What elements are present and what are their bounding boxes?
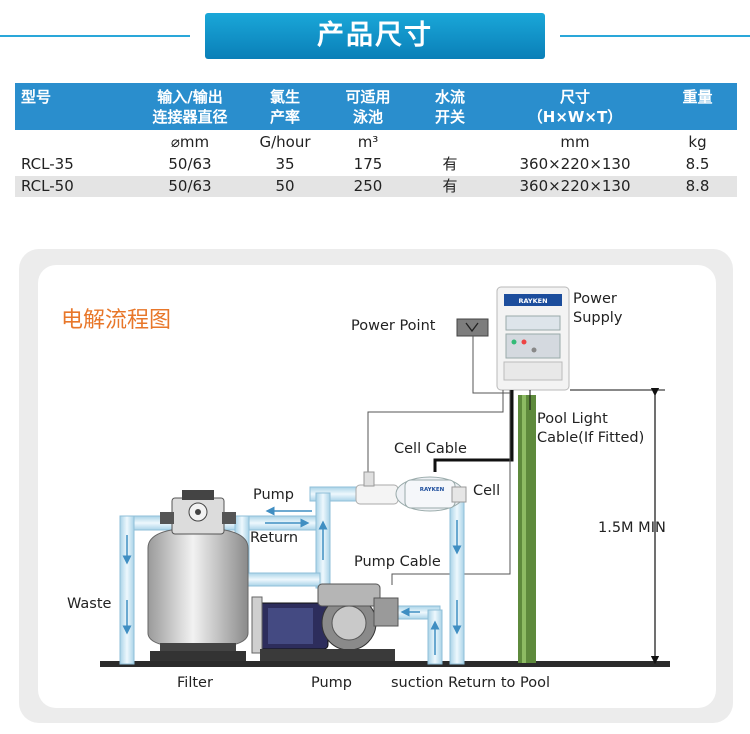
plug-icon xyxy=(465,322,479,333)
table-cell: 50/63 xyxy=(168,177,212,195)
unit-cell: G/hour xyxy=(259,133,311,151)
label-return: Return xyxy=(250,530,299,546)
brand-label-controller: RAYKEN xyxy=(518,297,547,305)
col-output-line2: 产率 xyxy=(269,108,300,126)
table-units-row: ⌀mm G/hour m³ mm kg xyxy=(15,132,737,153)
table-cell: 50 xyxy=(275,177,295,195)
ground-line xyxy=(100,661,670,667)
label-cell: Cell xyxy=(473,483,501,499)
power-line xyxy=(367,390,504,480)
label-suction-return: suction Return to Pool xyxy=(391,675,550,691)
col-size-line2: （H×W×T） xyxy=(527,108,623,126)
unit-cell: mm xyxy=(560,133,590,151)
unit-cell: kg xyxy=(688,133,707,151)
label-pump-cable: Pump Cable xyxy=(354,554,441,570)
col-flow-switch-line1: 水流 xyxy=(434,88,465,106)
col-model: 型号 xyxy=(21,87,71,107)
col-connector: 输入/输出 连接器直径 xyxy=(130,87,250,127)
diagram-title: 电解流程图 xyxy=(61,308,172,333)
table-row: RCL-50 50/63 50 250 有 360×220×130 8.8 xyxy=(15,176,737,197)
col-model-label: 型号 xyxy=(21,88,52,106)
table-cell: 有 xyxy=(442,155,458,173)
label-pump-bottom: Pump xyxy=(311,675,353,691)
table-cell: 35 xyxy=(275,155,295,173)
table-cell: 8.5 xyxy=(685,155,710,173)
electrolytic-cell xyxy=(355,471,467,512)
header-banner: 产品尺寸 xyxy=(205,13,545,59)
power-supply-unit xyxy=(496,286,570,391)
label-pump-top: Pump xyxy=(253,487,295,503)
table-cell: 8.8 xyxy=(685,177,710,195)
col-pool: 可适用 泳池 xyxy=(333,87,403,127)
label-height: 1.5M MIN xyxy=(598,520,666,536)
sand-filter xyxy=(147,490,249,661)
col-size-line1: 尺寸 xyxy=(559,88,590,106)
label-waste: Waste xyxy=(67,596,112,612)
col-output-line1: 氯生 xyxy=(269,88,300,106)
support-pole xyxy=(518,395,536,663)
label-power-supply-1: Power xyxy=(573,291,617,307)
table-cell: RCL-50 xyxy=(21,177,74,195)
label-cell-cable: Cell Cable xyxy=(394,441,467,457)
col-connector-line1: 输入/输出 xyxy=(157,88,223,106)
label-power-supply-2: Supply xyxy=(573,310,623,326)
table-header: 型号 输入/输出 连接器直径 氯生 产率 可适用 泳池 水流 开关 尺寸 （H×… xyxy=(15,83,737,130)
col-pool-line2: 泳池 xyxy=(352,108,383,126)
power-point-socket xyxy=(456,318,489,337)
label-filter: Filter xyxy=(177,675,213,691)
power-cable xyxy=(472,336,512,394)
unit-cell: m³ xyxy=(357,133,379,151)
table-cell: 175 xyxy=(353,155,383,173)
table-cell: RCL-35 xyxy=(21,155,74,173)
col-pool-line1: 可适用 xyxy=(345,88,391,106)
unit-cell: ⌀mm xyxy=(170,133,210,151)
col-size: 尺寸 （H×W×T） xyxy=(500,87,650,127)
brand-label-cell: RAYKEN xyxy=(420,487,445,493)
table-cell: 有 xyxy=(442,177,458,195)
table-row: RCL-35 50/63 35 175 有 360×220×130 8.5 xyxy=(15,154,737,175)
table-cell: 360×220×130 xyxy=(519,155,631,173)
pole-highlight xyxy=(522,395,526,663)
cell-cable xyxy=(433,390,514,472)
page-title: 产品尺寸 xyxy=(317,20,433,51)
col-output: 氯生 产率 xyxy=(255,87,315,127)
table-cell: 250 xyxy=(353,177,383,195)
col-weight-label: 重量 xyxy=(682,88,713,106)
col-flow-switch: 水流 开关 xyxy=(420,87,480,127)
col-weight: 重量 xyxy=(670,87,725,107)
table-cell: 50/63 xyxy=(168,155,212,173)
label-pool-light-1: Pool Light xyxy=(537,411,608,427)
pool-pump xyxy=(251,583,399,661)
header-rule-right xyxy=(560,35,750,37)
col-connector-line2: 连接器直径 xyxy=(152,108,228,126)
label-power-point: Power Point xyxy=(351,318,436,334)
col-flow-switch-line2: 开关 xyxy=(434,108,465,126)
table-cell: 360×220×130 xyxy=(519,177,631,195)
label-pool-light-2: Cable(If Fitted) xyxy=(537,430,645,446)
header-rule-left xyxy=(0,35,190,37)
